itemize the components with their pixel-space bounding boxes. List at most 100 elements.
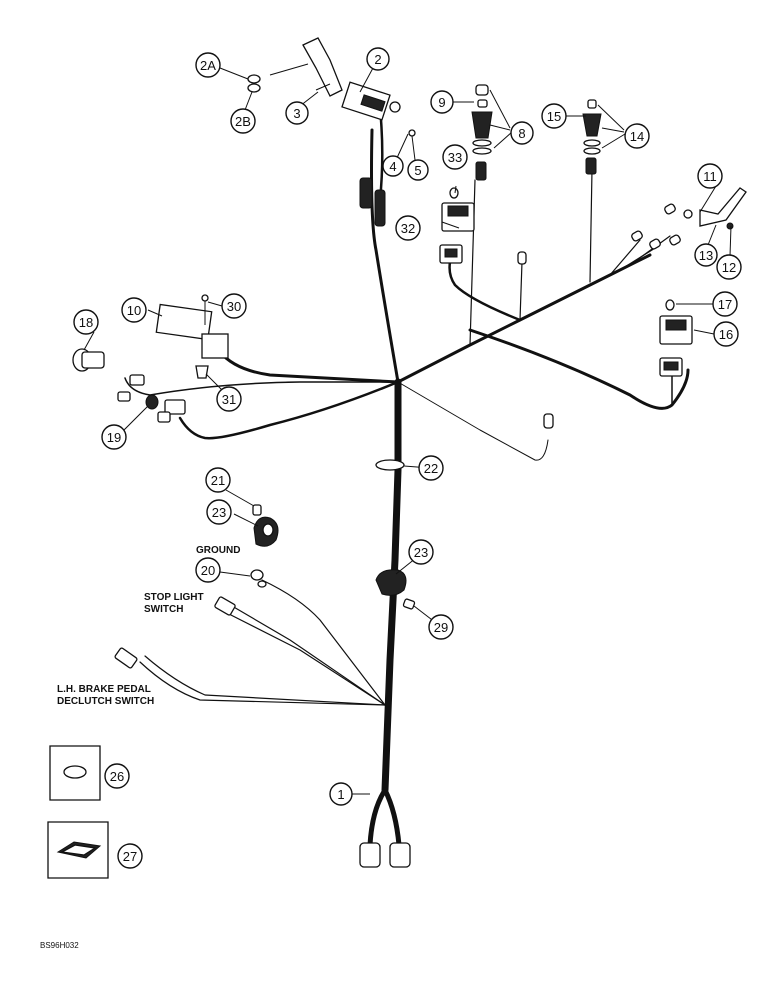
branch-to-19 xyxy=(178,380,400,440)
relay-10 xyxy=(155,294,229,379)
switch-2-assembly xyxy=(302,37,416,137)
callout-15: 15 xyxy=(541,103,567,129)
wire-to-lamp-14 xyxy=(589,169,593,283)
svg-text:33: 33 xyxy=(448,150,462,165)
svg-text:3: 3 xyxy=(293,106,300,121)
note-brake-2: DECLUTCH SWITCH xyxy=(57,696,154,707)
svg-text:1: 1 xyxy=(337,787,344,802)
notes: GROUND STOP LIGHT SWITCH L.H. BRAKE PEDA… xyxy=(40,545,240,950)
wire-ground xyxy=(261,579,386,706)
callout-2a: 2A xyxy=(195,52,221,78)
svg-text:5: 5 xyxy=(414,163,421,178)
svg-text:14: 14 xyxy=(630,129,644,144)
callout-10: 10 xyxy=(121,297,147,323)
plug-26-box xyxy=(49,745,101,801)
svg-text:12: 12 xyxy=(722,260,736,275)
bulb-33 xyxy=(449,187,459,199)
callout-2: 2 xyxy=(366,47,390,71)
svg-text:4: 4 xyxy=(389,159,396,174)
callout-14: 14 xyxy=(624,123,650,149)
svg-text:32: 32 xyxy=(401,221,415,236)
callout-33: 33 xyxy=(442,144,468,170)
ring-2a xyxy=(247,74,261,84)
lamp-14-assembly xyxy=(582,99,602,175)
svg-text:2B: 2B xyxy=(235,114,251,129)
connector-upper-a xyxy=(359,177,373,209)
callout-23-lower: 23 xyxy=(408,539,434,565)
callout-2b: 2B xyxy=(230,108,256,134)
wire-brake xyxy=(139,661,386,706)
right-diag-fan3 xyxy=(629,235,671,266)
bolt-29 xyxy=(402,598,416,610)
branch-to-32 xyxy=(448,260,522,322)
branch-to-18 xyxy=(124,377,399,396)
terminal-20 xyxy=(250,569,264,581)
svg-text:2A: 2A xyxy=(200,58,216,73)
cover-27-box xyxy=(47,821,109,879)
note-stop-light-2: SWITCH xyxy=(144,604,183,615)
lower-right-plug xyxy=(543,413,554,429)
leaders xyxy=(83,63,732,795)
svg-text:11: 11 xyxy=(703,169,717,184)
callout-3: 3 xyxy=(285,101,309,125)
branch-to-16 xyxy=(468,328,690,410)
svg-text:27: 27 xyxy=(123,849,137,864)
svg-text:23: 23 xyxy=(212,505,226,520)
parts xyxy=(47,37,747,879)
svg-text:26: 26 xyxy=(110,769,124,784)
connector-18 xyxy=(72,348,145,402)
svg-text:18: 18 xyxy=(79,315,93,330)
callout-1: 1 xyxy=(329,782,353,806)
ring-2b xyxy=(247,83,261,93)
svg-text:31: 31 xyxy=(222,392,236,407)
callout-16: 16 xyxy=(713,321,739,347)
center-pigtail xyxy=(519,261,523,321)
svg-text:19: 19 xyxy=(107,430,121,445)
callout-23-upper: 23 xyxy=(206,499,232,525)
callout-9: 9 xyxy=(430,90,454,114)
wiring xyxy=(124,118,690,848)
branch-to-relay xyxy=(218,350,400,384)
switch-11-assembly xyxy=(631,187,747,250)
callout-27: 27 xyxy=(117,843,143,869)
brake-plug xyxy=(114,647,138,669)
connector-19 xyxy=(145,394,186,423)
callout-19: 19 xyxy=(101,424,127,450)
callout-12: 12 xyxy=(716,254,742,280)
right-diagonal xyxy=(396,253,652,384)
callout-13: 13 xyxy=(694,243,718,267)
note-ground: GROUND xyxy=(196,545,240,556)
callout-21: 21 xyxy=(205,467,231,493)
switch-32 xyxy=(439,202,475,264)
center-pigtail-plug xyxy=(517,251,527,265)
note-stop-light-1: STOP LIGHT xyxy=(144,592,204,603)
svg-text:21: 21 xyxy=(211,473,225,488)
callout-22: 22 xyxy=(418,455,444,481)
callout-11: 11 xyxy=(697,163,723,189)
callout-20: 20 xyxy=(195,557,221,583)
callout-30: 30 xyxy=(221,293,247,319)
callouts: 1 2 2A 2B 3 4 5 8 9 10 11 12 13 14 15 16… xyxy=(73,47,742,869)
wire-stop-light xyxy=(224,611,386,706)
svg-text:23: 23 xyxy=(414,545,428,560)
svg-text:9: 9 xyxy=(438,95,445,110)
thin-lower-right xyxy=(397,381,549,461)
stop-light-plug xyxy=(214,596,236,616)
note-brake-1: L.H. BRAKE PEDAL xyxy=(57,684,151,695)
callout-8: 8 xyxy=(510,121,534,145)
branch-to-switch-b xyxy=(378,118,384,202)
bottom-plug-left xyxy=(359,842,381,868)
callout-4: 4 xyxy=(382,155,404,177)
svg-text:13: 13 xyxy=(699,248,713,263)
svg-text:10: 10 xyxy=(127,303,141,318)
svg-text:8: 8 xyxy=(518,126,525,141)
connector-upper-b xyxy=(374,189,386,227)
callout-26: 26 xyxy=(104,763,130,789)
callout-32: 32 xyxy=(395,215,421,241)
svg-text:20: 20 xyxy=(201,563,215,578)
callout-18: 18 xyxy=(73,309,99,335)
svg-text:16: 16 xyxy=(719,327,733,342)
screw-21 xyxy=(252,504,262,516)
